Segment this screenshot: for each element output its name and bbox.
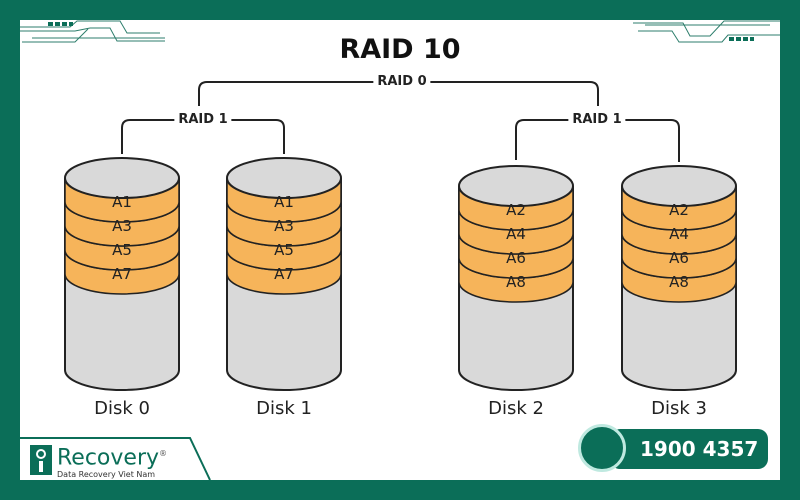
disk-name: Disk 1 <box>256 398 312 419</box>
block-label: A8 <box>669 273 689 291</box>
raid1-right-label: RAID 1 <box>568 112 626 127</box>
block-label: A7 <box>274 265 294 283</box>
hotline-number[interactable]: 1900 4357 <box>640 437 759 461</box>
block-label: A3 <box>274 217 294 235</box>
block-label: A1 <box>274 193 294 211</box>
block-label: A4 <box>669 225 689 243</box>
disk-1 <box>226 157 342 391</box>
block-label: A3 <box>112 217 132 235</box>
raid0-label: RAID 0 <box>373 74 431 89</box>
disk-2 <box>458 165 574 391</box>
block-label: A5 <box>112 241 132 259</box>
disk-top <box>226 157 342 199</box>
disk-0 <box>64 157 180 391</box>
block-label: A7 <box>112 265 132 283</box>
disk-name: Disk 2 <box>488 398 544 419</box>
footer-line <box>20 437 211 481</box>
registered-mark: ® <box>159 449 168 458</box>
disk-name: Disk 0 <box>94 398 150 419</box>
raid1-left-label: RAID 1 <box>174 112 232 127</box>
circuit-decoration-right <box>633 20 780 43</box>
disk-top <box>458 165 574 207</box>
block-label: A6 <box>506 249 526 267</box>
disk-3 <box>621 165 737 391</box>
block-label: A6 <box>669 249 689 267</box>
brand-tagline: Data Recovery Viet Nam <box>57 470 156 480</box>
block-label: A8 <box>506 273 526 291</box>
phone-icon-circle <box>578 424 626 472</box>
hotline-button[interactable] <box>610 429 768 469</box>
block-label: A1 <box>112 193 132 211</box>
page-title: RAID 10 <box>339 34 461 65</box>
block-label: A2 <box>506 201 526 219</box>
brand-logo: Recovery® Data Recovery Viet Nam <box>30 442 167 479</box>
circuit-decoration-left <box>20 20 165 43</box>
disk-top <box>621 165 737 207</box>
block-label: A5 <box>274 241 294 259</box>
block-label: A2 <box>669 201 689 219</box>
block-label: A4 <box>506 225 526 243</box>
hard-disk-icon <box>30 445 52 475</box>
brand-name: Recovery <box>57 445 160 471</box>
disk-name: Disk 3 <box>651 398 707 419</box>
disk-top <box>64 157 180 199</box>
